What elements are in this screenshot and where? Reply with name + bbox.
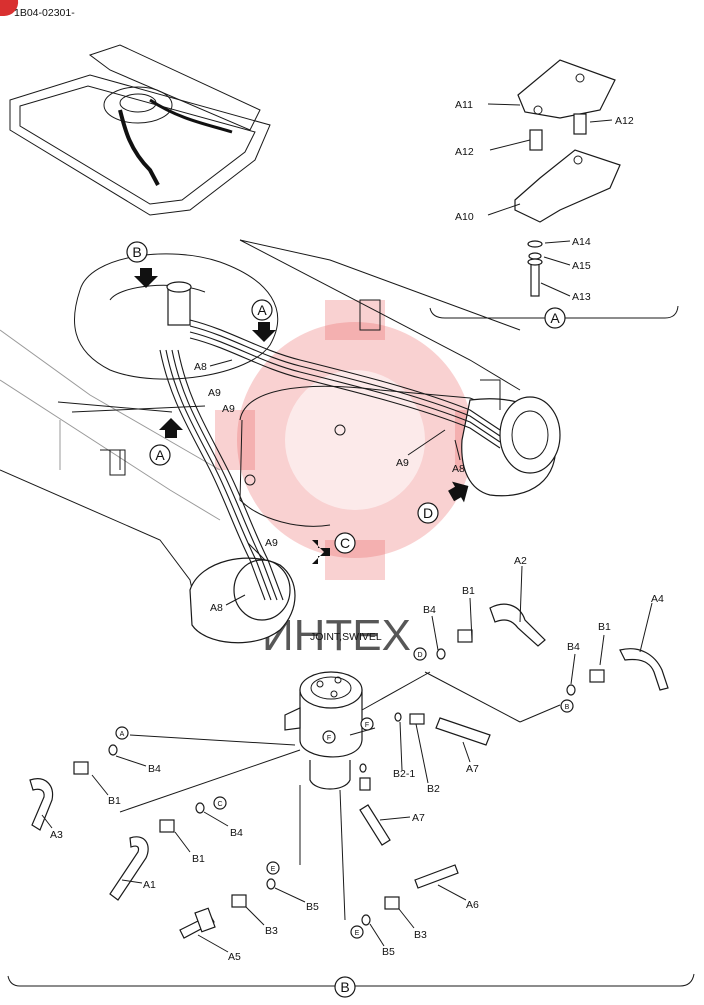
callout-a8-right: A8 xyxy=(452,463,465,475)
callout-b3-right: B3 xyxy=(414,929,427,941)
callout-b4-top: B4 xyxy=(423,604,436,616)
undercarriage-overview xyxy=(9,44,271,216)
doc-code: 1B04-02301- xyxy=(14,7,75,19)
callout-a1: A1 xyxy=(143,879,156,891)
callout-a2: A2 xyxy=(514,555,527,567)
frame-main-view xyxy=(0,239,561,644)
callout-a9-right: A9 xyxy=(396,457,409,469)
callout-b2: B2 xyxy=(427,783,440,795)
watermark-logo xyxy=(215,300,495,580)
port-a-marker: A xyxy=(120,731,125,738)
view-a-marker-top: A xyxy=(257,302,267,318)
port-b-marker: B xyxy=(565,704,570,711)
callout-b4-mid: B4 xyxy=(230,827,243,839)
callout-a7-bottom: A7 xyxy=(412,812,425,824)
port-e-marker-right: E xyxy=(355,930,360,937)
view-c-marker: C xyxy=(340,535,350,551)
detail-a-clamp-assembly xyxy=(429,59,679,329)
callout-b4-left: B4 xyxy=(148,763,161,775)
callout-a13: A13 xyxy=(572,291,591,303)
callout-b5-left: B5 xyxy=(306,901,319,913)
port-f-marker-body: F xyxy=(327,735,331,742)
callout-a9-bottom: A9 xyxy=(265,537,278,549)
port-d-marker: D xyxy=(417,652,422,659)
view-b-label: B xyxy=(340,979,349,995)
view-a-marker-left: A xyxy=(155,447,165,463)
callout-a7-top: A7 xyxy=(466,763,479,775)
callout-a15: A15 xyxy=(572,260,591,272)
callout-b3-left: B3 xyxy=(265,925,278,937)
callout-a10: A10 xyxy=(455,211,474,223)
port-f-marker-right: F xyxy=(365,722,369,729)
view-b-marker: B xyxy=(132,244,141,260)
callout-a14: A14 xyxy=(572,236,591,248)
callout-b4-right: B4 xyxy=(567,641,580,653)
swivel-joint-label: JOINT,SWIVEL xyxy=(310,631,382,643)
callout-b1-right: B1 xyxy=(598,621,611,633)
corner-mark xyxy=(0,0,19,17)
callout-a9-mid: A9 xyxy=(222,403,235,415)
callout-a3: A3 xyxy=(50,829,63,841)
port-e-marker-left: E xyxy=(271,866,276,873)
callout-a6: A6 xyxy=(466,899,479,911)
view-d-marker: D xyxy=(423,505,433,521)
callout-b1-mid: B1 xyxy=(192,853,205,865)
detail-a-label: A xyxy=(550,310,560,326)
callout-a4: A4 xyxy=(651,593,664,605)
callout-b5-right: B5 xyxy=(382,946,395,958)
callout-a9-top: A9 xyxy=(208,387,221,399)
callout-a8-top: A8 xyxy=(194,361,207,373)
callout-a12-right: A12 xyxy=(615,115,634,127)
callout-b2-1: B2-1 xyxy=(393,768,415,780)
callout-a11: A11 xyxy=(455,99,473,111)
callout-a8-bottom: A8 xyxy=(210,602,223,614)
callout-b1-left: B1 xyxy=(108,795,121,807)
callout-a5: A5 xyxy=(228,951,241,963)
callout-a12-left: A12 xyxy=(455,146,474,158)
port-c-marker: C xyxy=(217,801,222,808)
callout-b1-top: B1 xyxy=(462,585,475,597)
view-b-swivel-exploded xyxy=(7,565,695,998)
